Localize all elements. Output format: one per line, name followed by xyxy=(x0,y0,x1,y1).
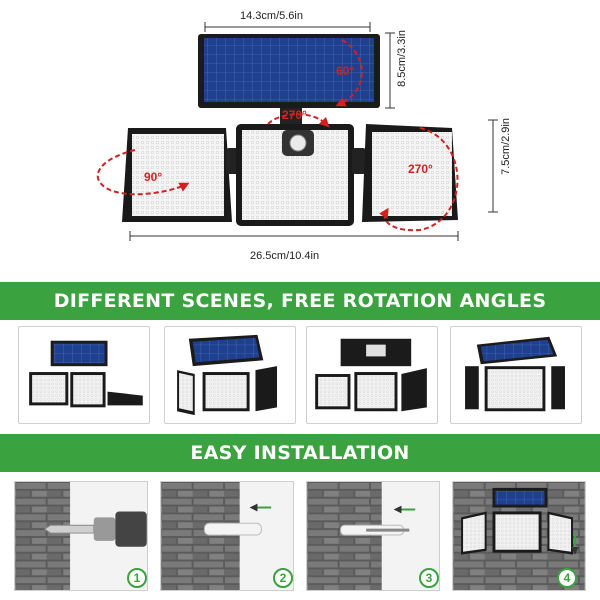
scene-1-illustration xyxy=(29,340,143,408)
left-light-head xyxy=(122,128,240,222)
step-number-1: 1 xyxy=(127,568,147,588)
dimension-lines xyxy=(129,22,498,241)
right-head-angle: 270° xyxy=(408,162,433,176)
step-number-2: 2 xyxy=(273,568,293,588)
left-head-angle: 90° xyxy=(144,170,163,184)
panel-width-label: 14.3cm/5.6in xyxy=(240,10,303,22)
install-step-2: 2 xyxy=(160,481,294,591)
panel-rotate-angle: 270° xyxy=(282,108,307,122)
step-number-3: 3 xyxy=(419,568,439,588)
product-dimension-diagram: 14.3cm/5.6in 8.5cm/3.3in 7.5cm/2.9in 26.… xyxy=(0,0,600,282)
scene-card-2 xyxy=(164,326,296,424)
scenes-banner: DIFFERENT SCENES, FREE ROTATION ANGLES xyxy=(0,282,600,320)
right-light-head xyxy=(352,124,458,222)
scene-card-3 xyxy=(306,326,438,424)
diagram-drawing xyxy=(96,22,498,241)
panel-height-label: 8.5cm/3.3in xyxy=(396,30,408,87)
step-number-4: 4 xyxy=(557,568,577,588)
install-step-3: 3 xyxy=(306,481,440,591)
scene-card-1 xyxy=(18,326,150,424)
center-light-head xyxy=(236,124,354,226)
light-height-label: 7.5cm/2.9in xyxy=(500,118,512,175)
install-step-4: 4 xyxy=(452,481,586,591)
scene-card-4 xyxy=(450,326,582,424)
rotation-arcs xyxy=(96,39,459,232)
scene-4-illustration xyxy=(465,336,565,412)
scene-3-illustration xyxy=(315,338,427,412)
panel-tilt-angle: 60° xyxy=(336,64,355,78)
solar-panel xyxy=(198,34,380,124)
install-banner: EASY INSTALLATION xyxy=(0,434,600,472)
total-width-label: 26.5cm/10.4in xyxy=(250,250,320,262)
install-step-1: 1 xyxy=(14,481,148,591)
scene-2-illustration xyxy=(177,334,278,416)
